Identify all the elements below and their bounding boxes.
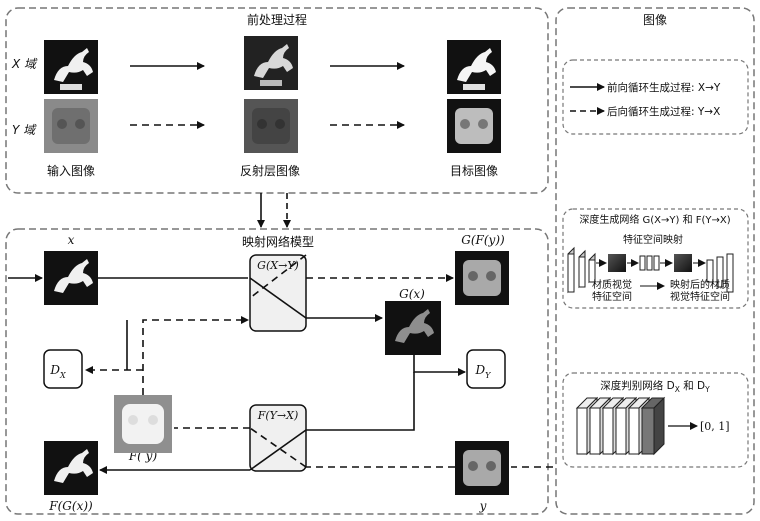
row-x-label: X 域 <box>11 57 38 71</box>
horse-input-image <box>44 40 98 94</box>
generator-f-label: F(Y→X) <box>257 409 299 422</box>
horse-target-image <box>447 40 501 94</box>
discriminator-dx-label: DX <box>49 363 66 380</box>
caption-input: 输入图像 <box>47 163 95 178</box>
feature-mapping-label: 特征空间映射 <box>623 233 683 246</box>
legend-backward: 后向循环生成过程: Y→X <box>607 105 720 118</box>
image-fy <box>114 395 172 453</box>
discriminator-layers <box>575 396 666 456</box>
mapping-title: 映射网络模型 <box>242 234 314 249</box>
preprocess-title: 前处理过程 <box>247 12 307 27</box>
generator-flow-lines <box>596 259 706 290</box>
generator-panel <box>562 208 749 309</box>
bronze-input-image <box>44 99 98 153</box>
preprocess-panel <box>5 7 549 194</box>
right-space-line2: 视觉特征空间 <box>670 290 730 303</box>
left-space-line2: 特征空间 <box>592 290 632 303</box>
image-panel-title: 图像 <box>643 13 667 27</box>
left-space-line1: 材质视觉 <box>592 278 632 291</box>
image-x <box>44 251 98 305</box>
horse-reflect-image <box>244 36 298 90</box>
solid-flows <box>8 274 466 474</box>
mapping-panel <box>5 228 549 515</box>
discriminator-panel <box>562 372 749 468</box>
caption-reflect: 反射层图像 <box>240 163 300 178</box>
row-y-label: Y 域 <box>12 123 37 137</box>
discriminator-dy-box <box>466 349 506 389</box>
decoder-layers <box>706 253 734 293</box>
legend-box <box>562 59 749 135</box>
generator-f-box <box>249 404 307 472</box>
generator-g-box <box>249 254 307 332</box>
label-x: x <box>68 233 75 247</box>
discriminator-panel-title: 深度判别网络 DX 和 DY <box>600 379 710 394</box>
discriminator-dy-label: DY <box>475 363 492 380</box>
label-gfy: G(F(y)) <box>461 233 505 247</box>
dashed-flows <box>85 254 553 468</box>
encoder-layers <box>567 246 596 294</box>
image-fgx <box>44 441 98 495</box>
bronze-target-image <box>447 99 501 153</box>
legend-forward: 前向循环生成过程: X→Y <box>607 81 721 94</box>
image-gx <box>385 301 441 355</box>
discriminator-dx-box <box>43 349 83 389</box>
caption-target: 目标图像 <box>450 164 498 178</box>
generator-panel-title: 深度生成网络 G(X→Y) 和 F(Y→X) <box>579 213 730 226</box>
feature-cubes <box>608 254 692 272</box>
label-fgx: F(G(x)) <box>48 499 93 513</box>
image-gfy <box>455 251 509 305</box>
image-panel <box>555 7 755 515</box>
right-space-line1: 映射后的材质 <box>670 278 730 291</box>
label-gx: G(x) <box>399 287 425 301</box>
label-y: y <box>479 499 487 513</box>
bronze-reflect-image <box>244 99 298 153</box>
image-y <box>455 441 509 495</box>
generator-g-label: G(X→Y) <box>257 259 299 272</box>
discriminator-output: [0, 1] <box>700 420 730 433</box>
